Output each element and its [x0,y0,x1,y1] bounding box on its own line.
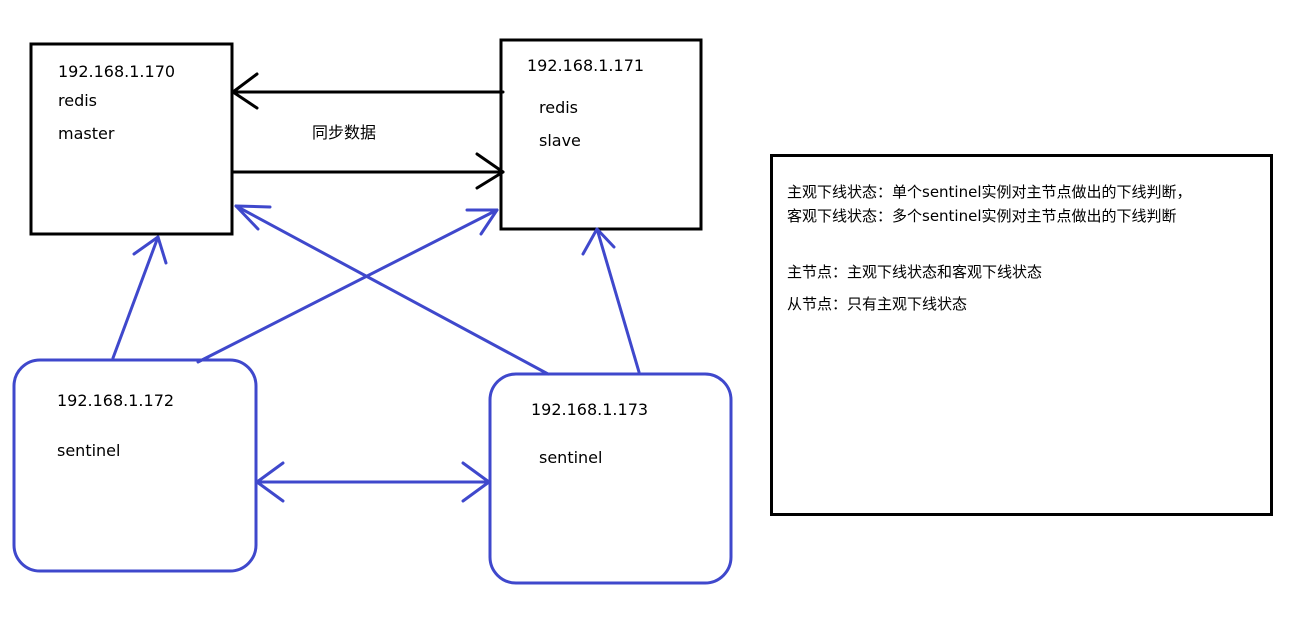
note-subjective-down: 主观下线状态：单个sentinel实例对主节点做出的下线判断， [787,183,1192,201]
sync-arrows [231,72,505,190]
arrowhead-173-to-master [234,204,272,231]
sentinel-172-role: sentinel [57,441,121,460]
slave-ip: 192.168.1.171 [527,56,645,75]
arrowhead-sentinel-right [461,461,491,503]
master-label: master [58,124,115,143]
arrowhead-172-to-slave [465,208,499,236]
arrowhead-sentinel-left [255,461,285,503]
arrowhead-173-to-slave [581,227,616,256]
note-objective-down: 客观下线状态：多个sentinel实例对主节点做出的下线判断 [787,207,1177,225]
status-note-box: 主观下线状态：单个sentinel实例对主节点做出的下线判断， 客观下线状态：多… [770,154,1273,516]
arrow-172-to-master [111,235,160,360]
master-node-box [29,42,234,236]
slave-role: redis [539,98,579,117]
sync-data-label: 同步数据 [312,123,377,142]
note-spacer [787,227,1256,261]
sentinel-172-box [12,358,258,573]
sentinel-173-box [488,372,733,585]
master-role: redis [58,91,98,110]
note-master-node: 主节点：主观下线状态和客观下线状态 [787,263,1043,281]
sentinel-173-ip: 192.168.1.173 [531,400,649,419]
master-ip: 192.168.1.170 [58,62,176,81]
sentinel-arrows [111,204,641,503]
sentinel-173-role: sentinel [539,448,603,467]
sentinel-172-ip: 192.168.1.172 [57,391,175,410]
arrow-173-to-master [234,204,550,376]
arrowhead-172-to-master [132,235,168,265]
arrow-172-to-slave [196,208,499,364]
arrow-173-to-slave [595,227,641,374]
slave-label: slave [539,131,581,150]
note-slave-node: 从节点：只有主观下线状态 [787,295,968,313]
slave-node-box [499,38,703,231]
sync-arrowhead-to-slave [475,152,505,190]
sync-arrowhead-to-master [231,72,259,110]
